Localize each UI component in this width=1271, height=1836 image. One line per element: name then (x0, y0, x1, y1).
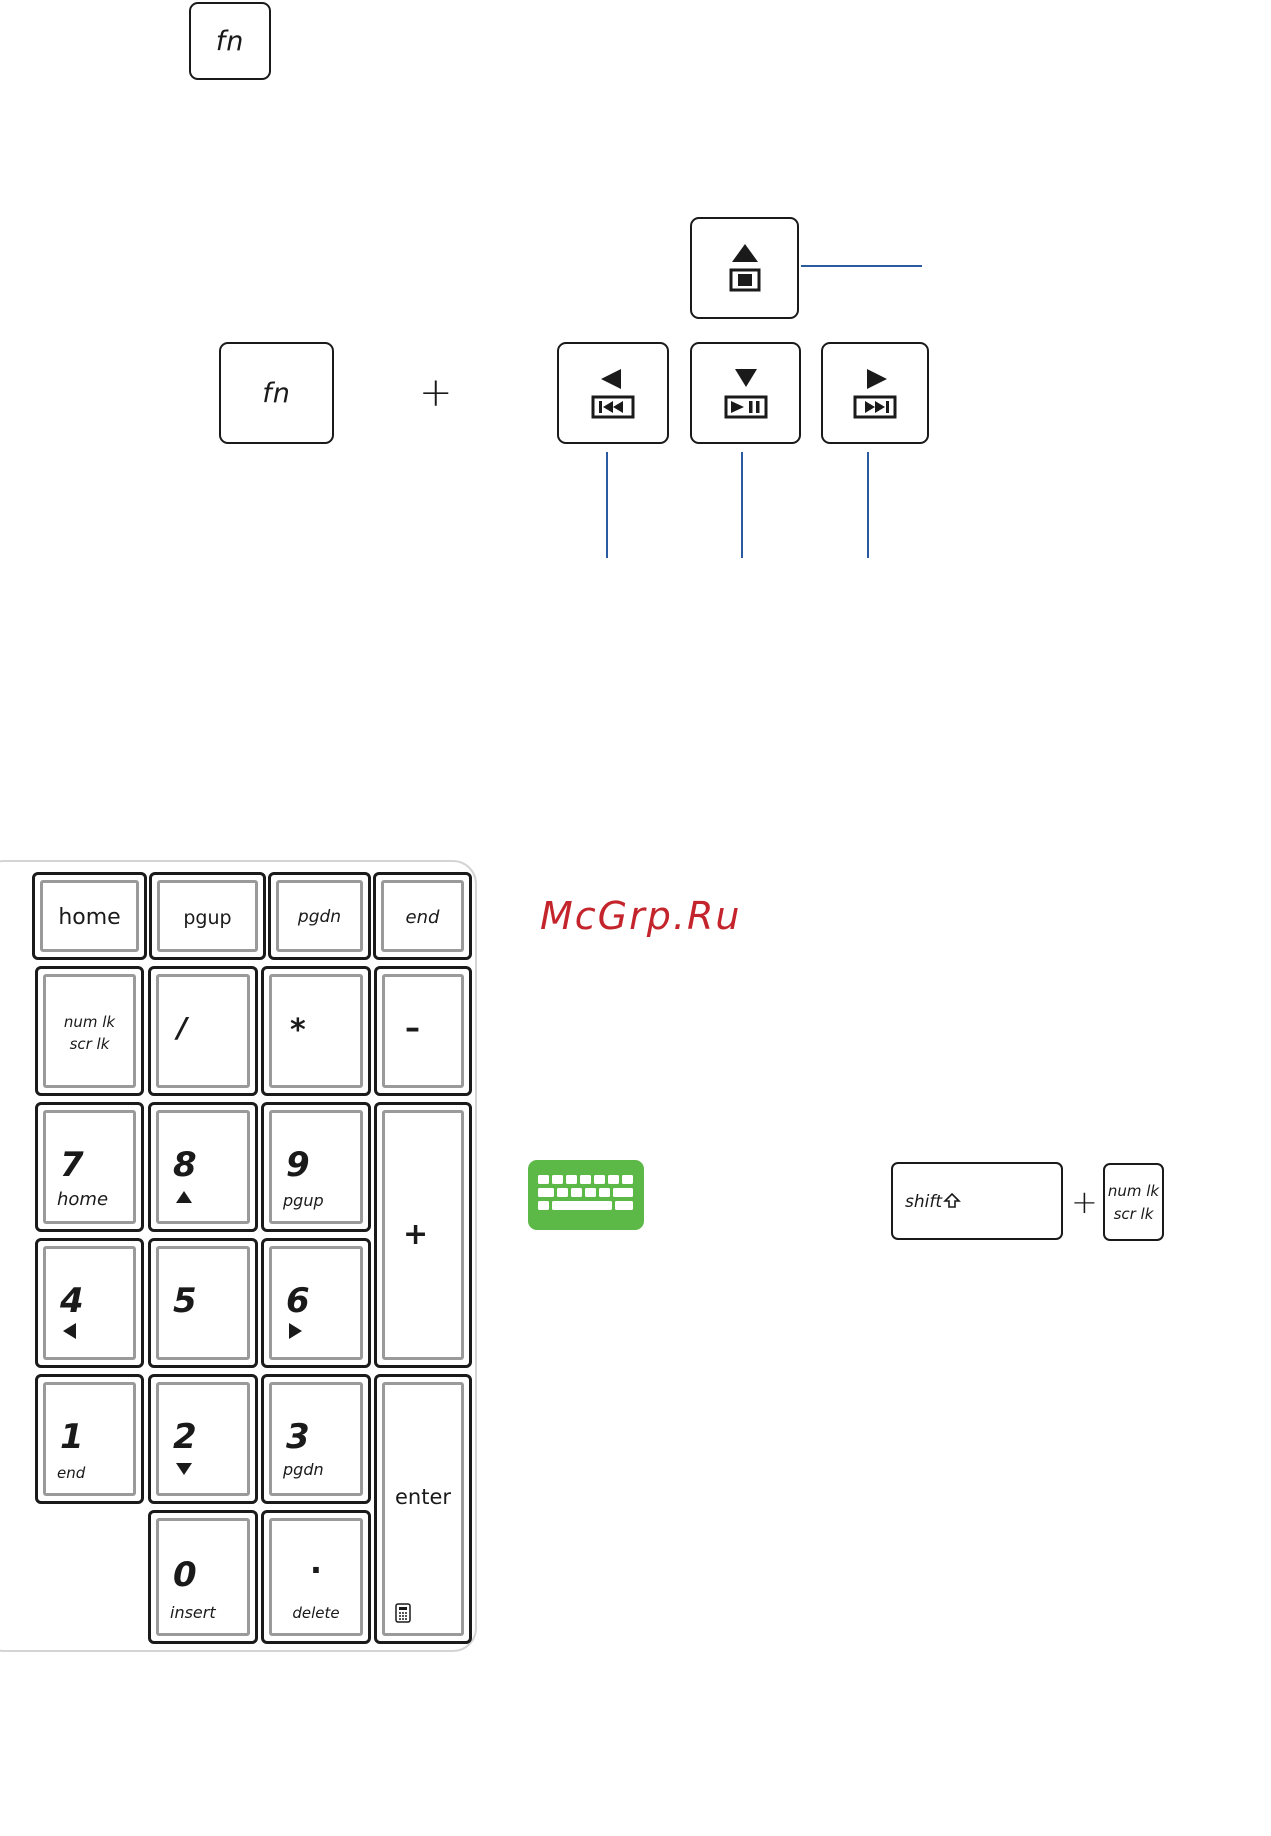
key-decimal: . delete (261, 1510, 371, 1644)
shortcut-numlock-label-2: scr lk (1105, 1205, 1162, 1223)
calculator-icon (395, 1603, 411, 1623)
key-4-number: 4 (60, 1281, 84, 1321)
minus-label: – (405, 1011, 420, 1046)
key-pgup-label: pgup (160, 907, 255, 929)
play-pause-key (690, 342, 801, 444)
asterisk-label: * (290, 1013, 306, 1048)
key-decimal-number: . (272, 1543, 360, 1581)
shift-key: shift (891, 1162, 1063, 1240)
fn-key-label: fn (262, 378, 291, 409)
key-7: 7 home (35, 1102, 144, 1232)
slash-label: / (177, 1011, 187, 1044)
key-1-number: 1 (60, 1417, 84, 1457)
shortcut-numlock-label-1: num lk (1105, 1182, 1162, 1200)
key-9-number: 9 (286, 1145, 310, 1185)
callout-line-previous (606, 452, 608, 558)
key-enter: enter (374, 1374, 472, 1644)
key-plus: + (374, 1102, 472, 1368)
key-slash: / (148, 966, 258, 1096)
key-0-sub: insert (170, 1603, 216, 1622)
key-2: 2 (148, 1374, 258, 1504)
key-pgdn-label: pgdn (279, 907, 360, 927)
down-arrow-icon (176, 1463, 192, 1475)
key-5-number: 5 (173, 1281, 197, 1321)
right-arrow-icon (289, 1323, 302, 1339)
key-0-number: 0 (173, 1555, 197, 1595)
fn-key-small: fn (189, 2, 271, 80)
key-0: 0 insert (148, 1510, 258, 1644)
key-1-sub: end (57, 1464, 85, 1482)
fn-key-label: fn (216, 26, 245, 57)
key-asterisk: * (261, 966, 371, 1096)
enter-label: enter (385, 1485, 461, 1509)
key-5: 5 (148, 1238, 258, 1368)
key-4: 4 (35, 1238, 144, 1368)
watermark: McGrp.Ru (540, 894, 741, 938)
key-home: home (32, 872, 147, 960)
key-6: 6 (261, 1238, 371, 1368)
fn-key: fn (219, 342, 334, 444)
key-9: 9 pgup (261, 1102, 371, 1232)
shift-key-label: shift (905, 1192, 942, 1212)
eject-stop-icon (725, 240, 765, 296)
keyboard-icon (528, 1160, 644, 1230)
key-decimal-sub: delete (272, 1604, 360, 1622)
play-pause-icon (722, 365, 770, 421)
previous-track-key (557, 342, 669, 444)
key-pgdn: pgdn (268, 872, 371, 960)
callout-line-next (867, 452, 869, 558)
key-6-number: 6 (286, 1281, 310, 1321)
stop-key (690, 217, 799, 319)
key-3: 3 pgdn (261, 1374, 371, 1504)
key-end: end (373, 872, 472, 960)
key-pgup: pgup (149, 872, 266, 960)
key-end-label: end (384, 907, 461, 928)
next-track-icon (851, 365, 899, 421)
previous-track-icon (589, 365, 637, 421)
up-arrow-icon (176, 1191, 192, 1203)
key-2-number: 2 (173, 1417, 197, 1457)
shift-arrow-icon (943, 1192, 961, 1210)
key-minus: – (374, 966, 472, 1096)
plus-label: + (403, 1217, 428, 1252)
key-8-number: 8 (173, 1145, 197, 1185)
left-arrow-icon (63, 1323, 76, 1339)
key-7-sub: home (57, 1189, 108, 1210)
key-numlock: num lk scr lk (35, 966, 144, 1096)
next-track-key (821, 342, 929, 444)
key-1: 1 end (35, 1374, 144, 1504)
numlock-label-2: scr lk (46, 1035, 133, 1053)
key-9-sub: pgup (283, 1191, 324, 1210)
key-3-number: 3 (286, 1417, 310, 1457)
plus-sign: + (419, 373, 453, 413)
numlock-key: num lk scr lk (1103, 1163, 1164, 1241)
numeric-keypad: home pgup pgdn end num lk scr lk / * – 7… (0, 860, 477, 1652)
key-home-label: home (43, 905, 136, 930)
callout-line-play-pause (741, 452, 743, 558)
numlock-label-1: num lk (46, 1013, 133, 1031)
callout-line-stop (801, 265, 922, 267)
key-3-sub: pgdn (283, 1460, 324, 1479)
shortcut-plus: + (1071, 1182, 1098, 1222)
key-8: 8 (148, 1102, 258, 1232)
key-7-number: 7 (60, 1145, 84, 1185)
